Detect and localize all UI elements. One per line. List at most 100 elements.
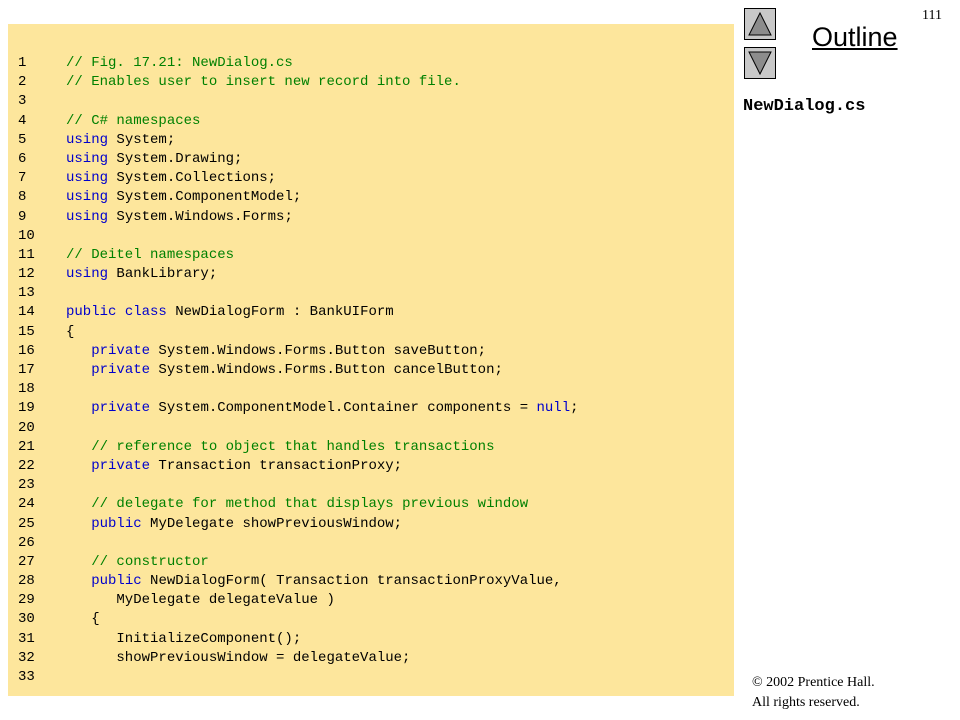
code-line: 33 [8,668,579,687]
copyright-notice: © 2002 Prentice Hall. All rights reserve… [752,673,875,713]
code-text [66,343,91,359]
code-keyword: using [66,170,109,187]
line-number: 32 [18,649,35,666]
code-line: 8 using System.ComponentModel; [8,188,579,207]
code-text [66,573,91,589]
code-text: { [66,323,75,340]
code-line: 31 InitializeComponent(); [8,630,579,649]
code-line: 17 private System.Windows.Forms.Button c… [8,361,579,380]
line-number: 6 [18,150,27,167]
code-keyword: public [91,515,142,532]
code-line: 30 { [8,610,579,629]
triangle-up-icon [748,11,772,36]
code-keyword: private [91,400,151,417]
code-listing: 1 // Fig. 17.21: NewDialog.cs 2 // Enables … [8,54,579,687]
code-line: 28 public NewDialogForm( Transaction tra… [8,572,579,591]
line-number: 5 [18,131,27,148]
code-text [66,554,91,570]
line-number: 8 [18,189,27,206]
code-line: 11 // Deitel namespaces [8,246,579,265]
code-line: 6 using System.Drawing; [8,150,579,169]
triangle-down-icon [748,51,772,76]
line-number: 28 [18,573,35,590]
line-number: 7 [18,170,27,187]
line-number: 18 [18,381,35,398]
line-number: 14 [18,304,35,321]
code-text: MyDelegate delegateValue ) [66,592,335,609]
code-comment: // constructor [91,553,209,570]
code-line: 21 // reference to object that handles t… [8,438,579,457]
code-line: 29 MyDelegate delegateValue ) [8,591,579,610]
copyright-line-2: All rights reserved. [752,695,860,710]
code-text [66,362,91,378]
line-number: 2 [18,74,27,91]
code-text: System.Collections; [108,170,277,187]
code-keyword: using [66,208,109,225]
line-number: 12 [18,266,35,283]
code-text [66,458,91,474]
code-text: ; [570,400,579,417]
code-text [66,439,91,455]
code-line: 26 [8,534,579,553]
code-text: BankLibrary; [108,266,218,283]
code-keyword: null [536,400,571,417]
line-number: 30 [18,611,35,628]
line-number: 11 [18,246,35,263]
outline-link[interactable]: Outline [812,22,898,52]
code-text: MyDelegate showPreviousWindow; [141,515,403,532]
code-keyword: using [66,131,109,148]
line-number: 26 [18,534,35,551]
line-number: 33 [18,669,35,685]
code-line: 13 [8,284,579,303]
line-number: 22 [18,457,35,474]
code-text: System.ComponentModel; [108,189,302,206]
code-line: 16 private System.Windows.Forms.Button s… [8,342,579,361]
code-keyword: public [66,304,117,321]
line-number: 27 [18,553,35,570]
code-line: 18 [8,380,579,399]
code-text: NewDialogForm( Transaction transactionPr… [141,573,562,590]
code-text: System; [108,131,176,148]
code-line: 32 showPreviousWindow = delegateValue; [8,649,579,668]
line-number: 10 [18,227,35,244]
page-number: 111 [922,8,942,23]
line-number: 25 [18,515,35,532]
code-keyword: using [66,150,109,167]
code-comment: // C# namespaces [66,112,201,129]
line-number: 31 [18,630,35,647]
code-text: InitializeComponent(); [66,630,302,647]
code-line: 20 [8,419,579,438]
code-text: System.Windows.Forms.Button saveButton; [150,342,487,359]
code-text: System.ComponentModel.Container componen… [150,400,537,417]
code-text [66,400,91,416]
code-comment: // reference to object that handles tran… [91,438,495,455]
code-line: 25 public MyDelegate showPreviousWindow; [8,515,579,534]
line-number: 1 [18,55,27,71]
code-line: 23 [8,476,579,495]
next-slide-button[interactable] [744,47,776,79]
line-number: 16 [18,342,35,359]
code-comment: // Enables user to insert new record int… [66,74,461,91]
file-name-heading: NewDialog.cs [743,97,866,116]
code-line: 1 // Fig. 17.21: NewDialog.cs [8,54,579,73]
code-line: 15{ [8,323,579,342]
code-text: NewDialogForm : BankUIForm [166,304,394,321]
code-text: System.Drawing; [108,150,243,167]
code-text: System.Windows.Forms; [108,208,293,225]
line-number: 13 [18,285,35,302]
code-text: Transaction transactionProxy; [150,457,403,474]
code-comment: // Fig. 17.21: NewDialog.cs [66,55,293,71]
code-line: 22 private Transaction transactionProxy; [8,457,579,476]
code-comment: // Deitel namespaces [66,246,235,263]
code-text [66,496,91,512]
code-panel: 1 // Fig. 17.21: NewDialog.cs 2 // Enables … [8,24,734,696]
code-keyword: using [66,189,109,206]
code-line: 10 [8,227,579,246]
code-keyword: public [91,573,142,590]
line-number: 4 [18,112,27,129]
previous-slide-button[interactable] [744,8,776,40]
line-number: 29 [18,592,35,609]
code-keyword: private [91,362,151,378]
line-number: 17 [18,362,35,378]
